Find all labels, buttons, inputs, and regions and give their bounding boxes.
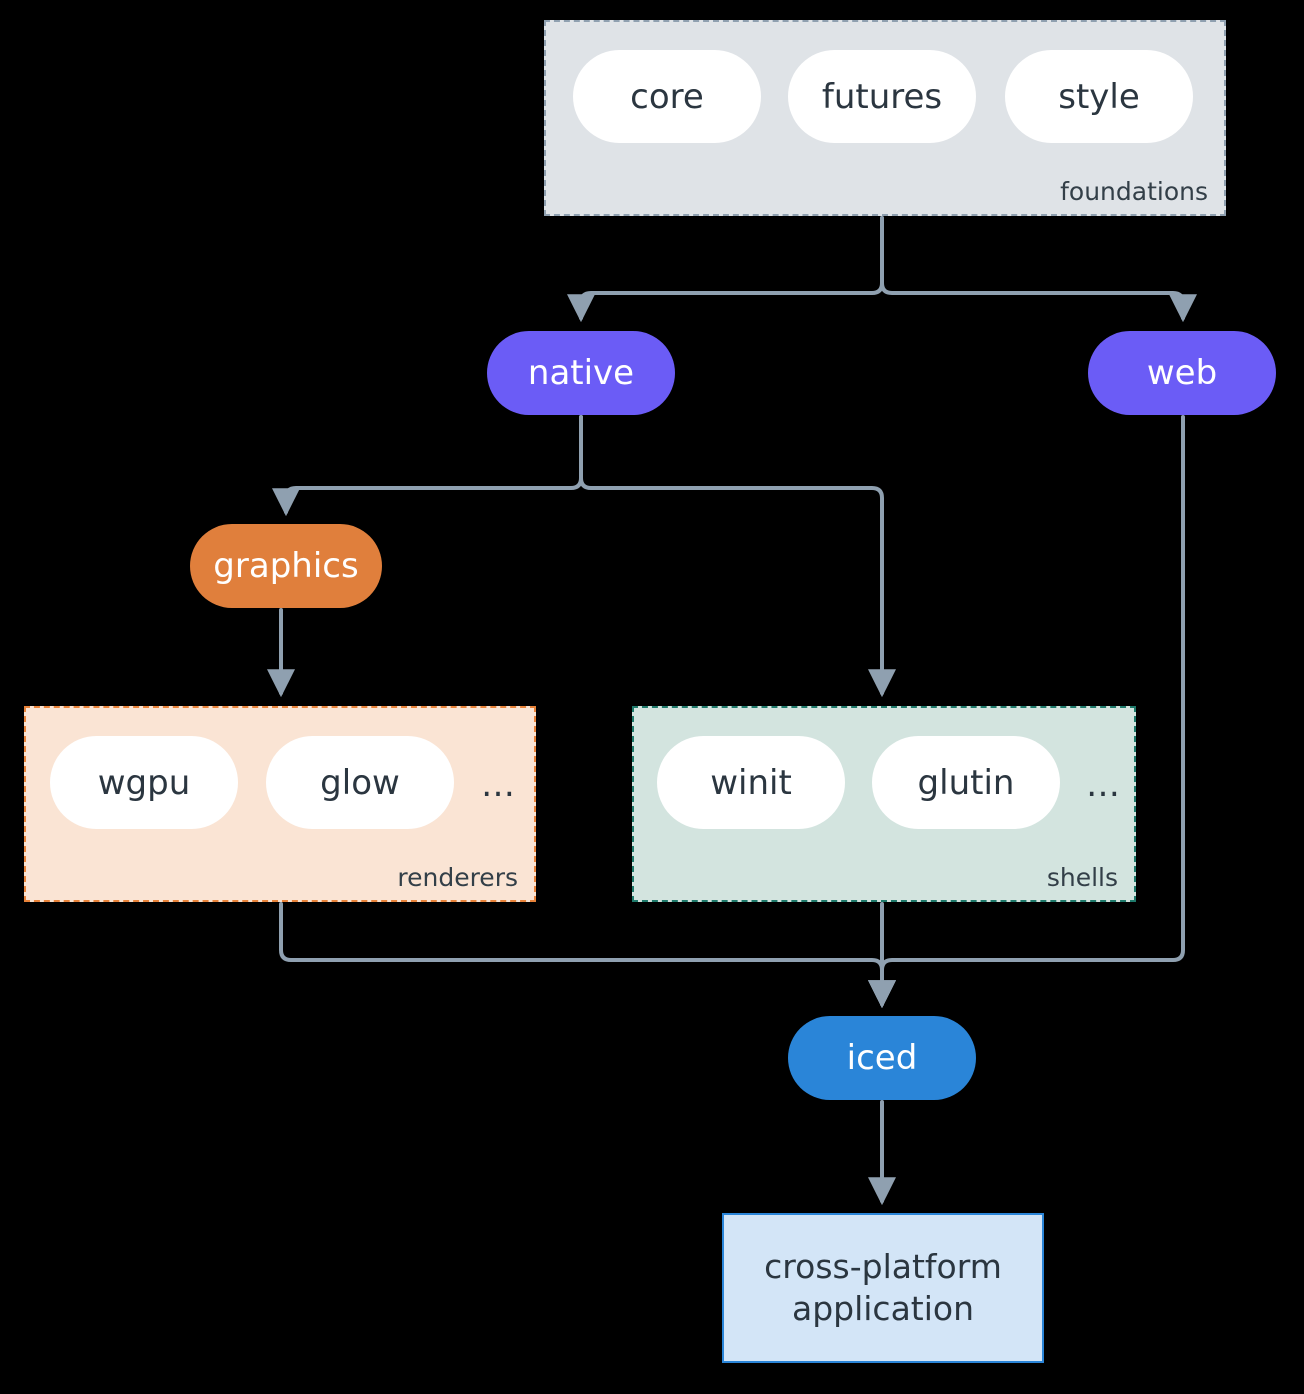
renderers-ellipsis: …	[481, 765, 516, 805]
node-graphics-label: graphics	[213, 546, 359, 586]
cluster-label-renderers: renderers	[397, 863, 518, 892]
node-native-label: native	[527, 353, 635, 393]
node-iced-label: iced	[846, 1038, 918, 1078]
cluster-label-shells: shells	[1046, 863, 1118, 892]
node-glow[interactable]: glow	[266, 736, 454, 829]
node-application-label: cross-platform application	[764, 1246, 1002, 1328]
node-iced[interactable]: iced	[788, 1016, 976, 1100]
edge-renderers-iced	[279, 902, 896, 1009]
node-core[interactable]: core	[573, 50, 761, 143]
edge-foundations-web	[880, 216, 1197, 323]
cluster-label-foundations: foundations	[1060, 177, 1208, 206]
node-glutin-label: glutin	[917, 762, 1015, 803]
node-core-label: core	[630, 76, 704, 117]
node-glow-label: glow	[320, 762, 400, 803]
edge-native-shells	[579, 415, 896, 698]
node-winit[interactable]: winit	[657, 736, 845, 829]
node-graphics[interactable]: graphics	[190, 524, 382, 608]
edge-foundations-native	[567, 216, 884, 323]
edge-native-graphics	[272, 415, 583, 517]
node-native[interactable]: native	[487, 331, 675, 415]
shells-ellipsis: …	[1086, 765, 1121, 805]
node-wgpu-label: wgpu	[97, 762, 191, 803]
node-cross-platform-application[interactable]: cross-platform application	[722, 1213, 1044, 1363]
node-web-label: web	[1146, 353, 1218, 393]
node-glutin[interactable]: glutin	[872, 736, 1060, 829]
node-wgpu[interactable]: wgpu	[50, 736, 238, 829]
node-futures[interactable]: futures	[788, 50, 976, 143]
node-style[interactable]: style	[1005, 50, 1193, 143]
node-futures-label: futures	[821, 76, 943, 117]
node-winit-label: winit	[710, 762, 792, 803]
node-style-label: style	[1058, 76, 1140, 117]
node-web[interactable]: web	[1088, 331, 1276, 415]
